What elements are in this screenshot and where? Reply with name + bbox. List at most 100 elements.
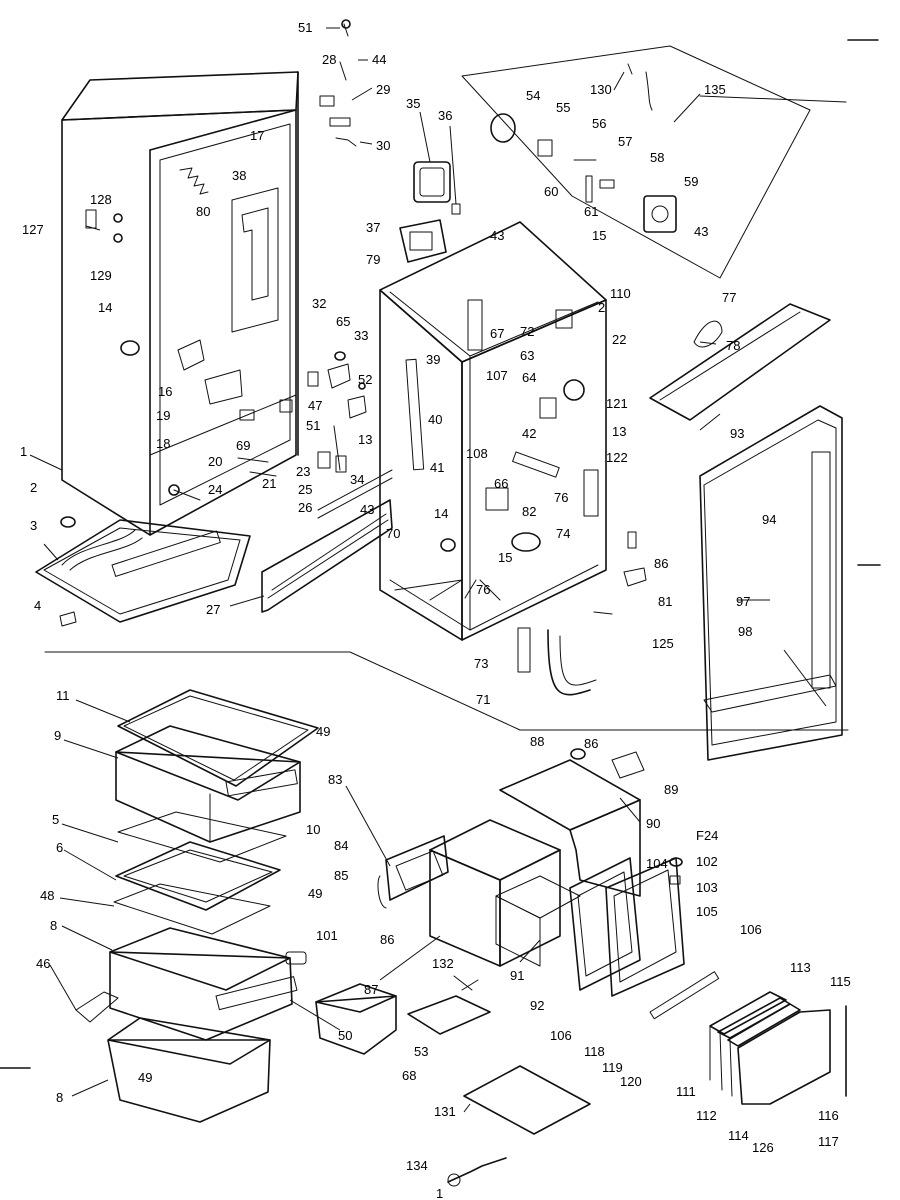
callout-39: 39 [426, 352, 440, 367]
callout-43c: 43 [694, 224, 708, 239]
callout-119: 119 [602, 1060, 623, 1075]
callout-57: 57 [618, 134, 632, 149]
callout-82: 82 [522, 504, 536, 519]
callout-106b: 106 [550, 1028, 572, 1043]
callout-89: 89 [664, 782, 678, 797]
door-shelf-right [649, 303, 831, 421]
callout-49c: 49 [138, 1070, 152, 1085]
callout-15b: 15 [592, 228, 606, 243]
callout-27: 27 [206, 602, 220, 617]
callout-41: 41 [430, 460, 444, 475]
callout-35: 35 [406, 96, 420, 111]
callout-105: 105 [696, 904, 718, 919]
callout-85: 85 [334, 868, 348, 883]
callout-36: 36 [438, 108, 452, 123]
callout-117: 117 [818, 1134, 839, 1149]
callout-13: 13 [358, 432, 372, 447]
callout-6: 6 [56, 840, 63, 855]
callout-94: 94 [762, 512, 776, 527]
callout-33: 33 [354, 328, 368, 343]
small-parts-upper-left [168, 19, 461, 519]
callout-64: 64 [522, 370, 536, 385]
callout-13b: 13 [612, 424, 626, 439]
callout-115: 115 [830, 974, 851, 989]
callout-58: 58 [650, 150, 664, 165]
diagram-artwork [0, 19, 881, 1187]
callout-104: 104 [646, 856, 668, 871]
callout-80: 80 [196, 204, 210, 219]
callout-24: 24 [208, 482, 222, 497]
callout-106: 106 [740, 922, 762, 937]
callout-44: 44 [372, 52, 386, 67]
callout-107: 107 [486, 368, 508, 383]
callout-19: 19 [156, 408, 170, 423]
base-pan [35, 516, 251, 627]
callout-49b: 49 [308, 886, 322, 901]
callout-129: 129 [90, 268, 112, 283]
callout-61: 61 [584, 204, 598, 219]
callout-34: 34 [350, 472, 364, 487]
callout-111: 111 [676, 1084, 696, 1099]
callout-47: 47 [308, 398, 322, 413]
callout-69: 69 [236, 438, 250, 453]
callout-113: 113 [790, 960, 811, 975]
callout-128: 128 [90, 192, 112, 207]
callout-37: 37 [366, 220, 380, 235]
callout-20: 20 [208, 454, 222, 469]
callout-67: 67 [490, 326, 504, 341]
callout-42: 42 [522, 426, 536, 441]
callout-103: 103 [696, 880, 718, 895]
callout-65: 65 [336, 314, 350, 329]
callout-9: 9 [54, 728, 61, 743]
callout-30: 30 [376, 138, 390, 153]
callout-130: 130 [590, 82, 612, 97]
fasteners-right [593, 531, 647, 615]
callout-78: 78 [726, 338, 740, 353]
callout-90: 90 [646, 816, 660, 831]
callout-60: 60 [544, 184, 558, 199]
callout-92: 92 [530, 998, 544, 1013]
callout-88: 88 [530, 734, 544, 749]
callout-18: 18 [156, 436, 170, 451]
callout-53: 53 [414, 1044, 428, 1059]
callout-8: 8 [50, 918, 57, 933]
callout-2b: 2 [598, 300, 605, 315]
callout-3: 3 [30, 518, 37, 533]
callout-68: 68 [402, 1068, 416, 1083]
callout-29: 29 [376, 82, 390, 97]
callout-134: 134 [406, 1158, 428, 1173]
callout-132: 132 [432, 956, 454, 971]
front-grille [261, 499, 393, 613]
callout-F24: F24 [696, 828, 718, 843]
callout-14b: 14 [434, 506, 448, 521]
callout-126: 126 [752, 1140, 774, 1155]
callout-48: 48 [40, 888, 54, 903]
callout-49: 49 [316, 724, 330, 739]
callout-23: 23 [296, 464, 310, 479]
callout-102: 102 [696, 854, 718, 869]
callout-8b: 8 [56, 1090, 63, 1105]
callout-15: 15 [498, 550, 512, 565]
callout-59: 59 [684, 174, 698, 189]
callout-84: 84 [334, 838, 348, 853]
callout-86: 86 [654, 556, 668, 571]
callout-25: 25 [298, 482, 312, 497]
callout-114: 114 [728, 1128, 749, 1143]
callout-116: 116 [818, 1108, 839, 1123]
callout-17: 17 [250, 128, 264, 143]
callout-72: 72 [520, 324, 534, 339]
cabinet-shell [61, 71, 299, 536]
callout-87: 87 [364, 982, 378, 997]
callout-4: 4 [34, 598, 41, 613]
callout-110: 110 [610, 286, 631, 301]
callout-120: 120 [620, 1074, 642, 1089]
callout-91: 91 [510, 968, 524, 983]
inner-liner [379, 221, 607, 696]
callout-118: 118 [584, 1044, 605, 1059]
callout-56: 56 [592, 116, 606, 131]
callout-46: 46 [36, 956, 50, 971]
control-housing [461, 45, 847, 279]
callout-11: 11 [56, 688, 70, 703]
callout-108: 108 [466, 446, 488, 461]
